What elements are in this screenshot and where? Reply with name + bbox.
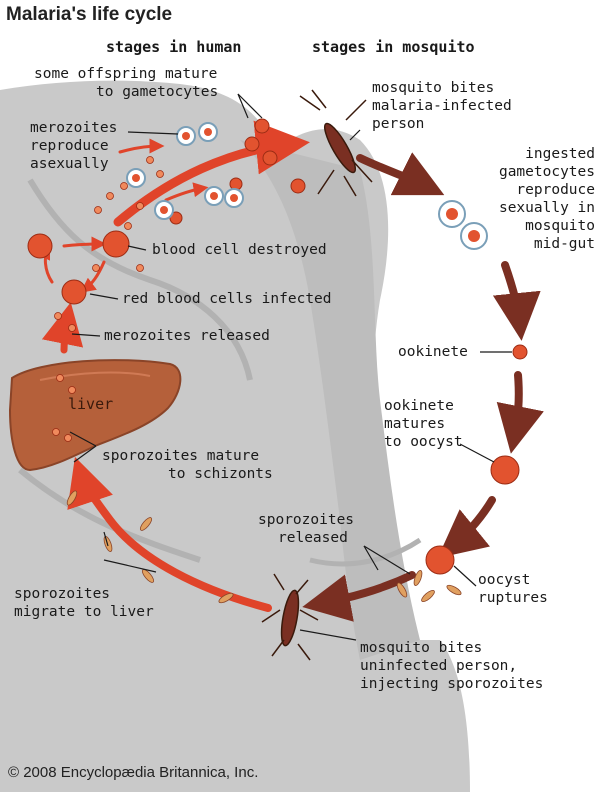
label-sporozoites-mature-line2: to schizonts (168, 466, 273, 483)
label-ingested-line5: mosquito (525, 218, 595, 235)
label-oocyst-ruptures-line2: ruptures (478, 590, 548, 607)
label-bites-infected-line2: malaria-infected (372, 98, 512, 115)
label-ingested-line1: ingested (525, 146, 595, 163)
column-heading-human: stages in human (106, 38, 241, 56)
label-ookinete-matures-line3: to oocyst (384, 434, 463, 451)
label-sporozoites-migrate-line1: sporozoites (14, 586, 110, 603)
label-merozoites-reproduce-line3: asexually (30, 156, 109, 173)
label-bites-uninfected-line1: mosquito bites (360, 640, 482, 657)
copyright-notice: © 2008 Encyclopædia Britannica, Inc. (8, 764, 258, 781)
label-ookinete-matures-line2: matures (384, 416, 445, 433)
label-blood-cell-destroyed: blood cell destroyed (152, 242, 327, 259)
label-red-blood-cells-infected: red blood cells infected (122, 291, 332, 308)
label-merozoites-reproduce-line2: reproduce (30, 138, 109, 155)
arrow-to-oocyst (514, 375, 519, 438)
label-merozoites-released: merozoites released (104, 328, 270, 345)
label-ingested-line4: sexually in (499, 200, 595, 217)
label-ingested-line3: reproduce (516, 182, 595, 199)
label-ingested-line6: mid-gut (534, 236, 595, 253)
label-liver: liver (68, 395, 113, 413)
arrow-to-ookinete (505, 265, 520, 325)
label-offspring-line1: some offspring mature (34, 66, 217, 83)
label-bites-uninfected-line3: injecting sporozoites (360, 676, 543, 693)
diagram-title: Malaria's life cycle (6, 4, 172, 26)
label-ookinete: ookinete (398, 344, 468, 361)
label-ingested-line2: gametocytes (499, 164, 595, 181)
label-merozoites-reproduce-line1: merozoites (30, 120, 117, 137)
label-bites-infected-line1: mosquito bites (372, 80, 494, 97)
label-sporozoites-mature-line1: sporozoites mature (102, 448, 259, 465)
label-oocyst-ruptures-line1: oocyst (478, 572, 530, 589)
label-offspring-line2: to gametocytes (96, 84, 218, 101)
label-ookinete-matures-line1: ookinete (384, 398, 454, 415)
label-sporozoites-released-line1: sporozoites (258, 512, 354, 529)
label-sporozoites-released-line2: released (278, 530, 348, 547)
label-bites-uninfected-line2: uninfected person, (360, 658, 517, 675)
column-heading-mosquito: stages in mosquito (312, 38, 475, 56)
arrow-to-rupture (450, 500, 492, 548)
arrow-up-from-liver (64, 316, 68, 350)
label-bites-infected-line3: person (372, 116, 424, 133)
label-sporozoites-migrate-line2: migrate to liver (14, 604, 154, 621)
